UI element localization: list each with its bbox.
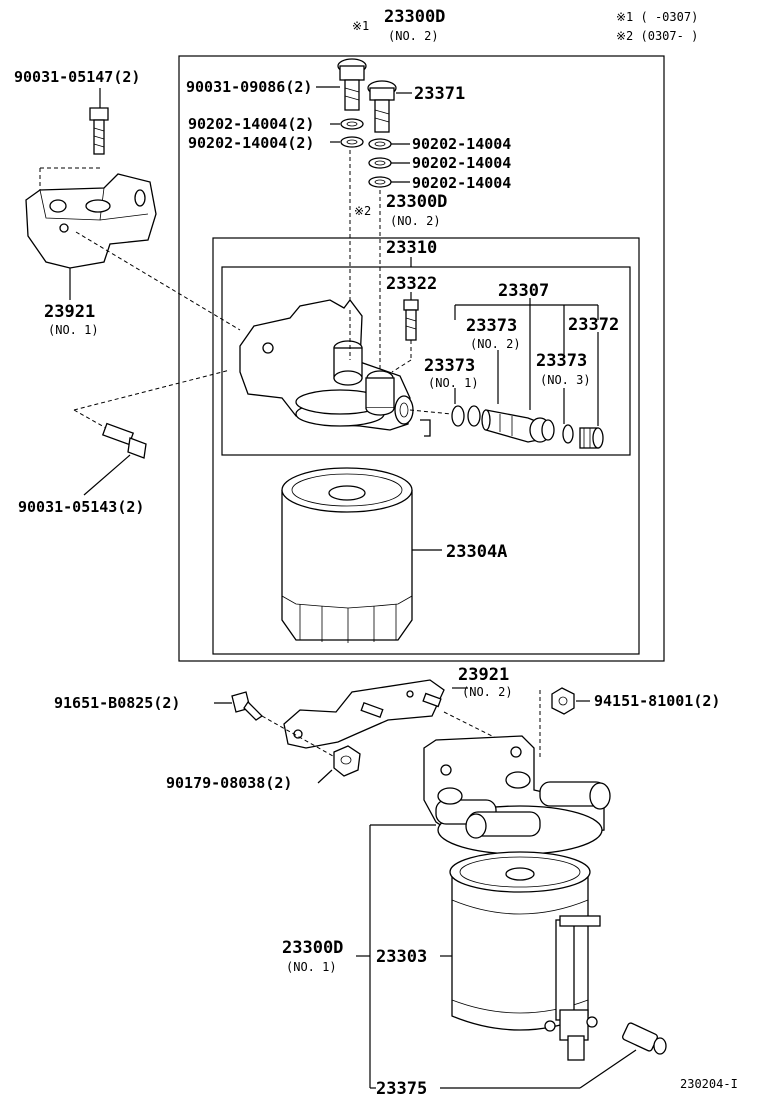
sensor-label: 23375	[376, 1079, 427, 1099]
head-subassembly-box	[221, 266, 631, 456]
outer-assembly-box	[178, 55, 665, 662]
top-assy-mark: ※1	[352, 19, 369, 33]
gasket-b-label: 90202-14004(2)	[188, 134, 314, 152]
diagram-code: 230204-I	[680, 1077, 738, 1091]
oring3-label: 23373	[536, 351, 587, 371]
head-label: 23310	[386, 238, 437, 258]
bracket-23921-no2	[283, 679, 445, 749]
inner-assy-sub: (NO. 2)	[390, 214, 441, 228]
oring1-sub: (NO. 1)	[428, 376, 479, 390]
nut-a-label: 94151-81001(2)	[594, 692, 720, 710]
bolt-90031-05147	[89, 107, 109, 155]
gasket-e-label: 90202-14004	[412, 174, 511, 192]
o-ring-23373-no1	[451, 405, 465, 427]
gasket-d-label: 90202-14004	[412, 154, 511, 172]
lower-assy-label: 23300D	[282, 938, 343, 958]
union-label: 23371	[414, 84, 465, 104]
bolt-c-label: 90031-05143(2)	[18, 498, 144, 516]
lower-element-label: 23303	[376, 947, 427, 967]
lower-filter-bowl-23303	[449, 851, 591, 1031]
filter-head-23310	[239, 298, 431, 437]
bolt-90031-05143	[101, 422, 147, 459]
inner-assy-mark: ※2	[354, 204, 371, 218]
legend-note-2: ※2 (0307- )	[616, 29, 698, 43]
bolt-90031-09086	[337, 58, 367, 111]
oring1-label: 23373	[424, 356, 475, 376]
bolt-b-label: 90031-09086(2)	[186, 78, 312, 96]
bracket1-label: 23921	[44, 302, 95, 322]
oring2-sub: (NO. 2)	[470, 337, 521, 351]
plug-label: 23372	[568, 315, 619, 335]
bolt-a-label: 90031-05147(2)	[14, 68, 140, 86]
top-assy-label: 23300D	[384, 7, 445, 27]
union-bolt-23371	[367, 80, 397, 133]
valve-label: 23307	[498, 281, 549, 301]
plug-bolt-label: 23322	[386, 274, 437, 294]
oring3-sub: (NO. 3)	[540, 373, 591, 387]
oring2-label: 23373	[466, 316, 517, 336]
o-ring-23373-no2	[467, 405, 481, 427]
bracket2-sub: (NO. 2)	[462, 685, 513, 699]
nut-90179-08038	[333, 745, 361, 777]
gasket-a-label: 90202-14004(2)	[188, 115, 314, 133]
stud-91651-b0825	[231, 691, 264, 721]
top-assy-sub: (NO. 2)	[388, 29, 439, 43]
lower-assy-sub: (NO. 1)	[286, 960, 337, 974]
legend-note-1: ※1 ( -0307)	[616, 10, 698, 24]
gaskets-left	[340, 118, 364, 148]
bracket-23921-no1	[25, 167, 157, 269]
filter-element-23304a	[281, 467, 413, 643]
plug-23372	[579, 427, 604, 449]
nut-b-label: 90179-08038(2)	[166, 774, 292, 792]
inner-assembly-box	[212, 237, 640, 655]
sensor-23375	[622, 1022, 667, 1055]
valve-23307	[481, 409, 555, 443]
lower-filter-head	[423, 735, 611, 855]
gasket-c-label: 90202-14004	[412, 135, 511, 153]
bracket2-label: 23921	[458, 665, 509, 685]
inner-assy-label: 23300D	[386, 192, 447, 212]
nut-94151-81001	[551, 687, 575, 715]
o-ring-23373-no3	[562, 424, 574, 444]
drain-pipe	[544, 915, 601, 1061]
gaskets-right	[368, 138, 392, 188]
bracket1-sub: (NO. 1)	[48, 323, 99, 337]
element-label: 23304A	[446, 542, 507, 562]
bolt-23322	[403, 299, 419, 341]
stud-label: 91651-B0825(2)	[54, 694, 180, 712]
